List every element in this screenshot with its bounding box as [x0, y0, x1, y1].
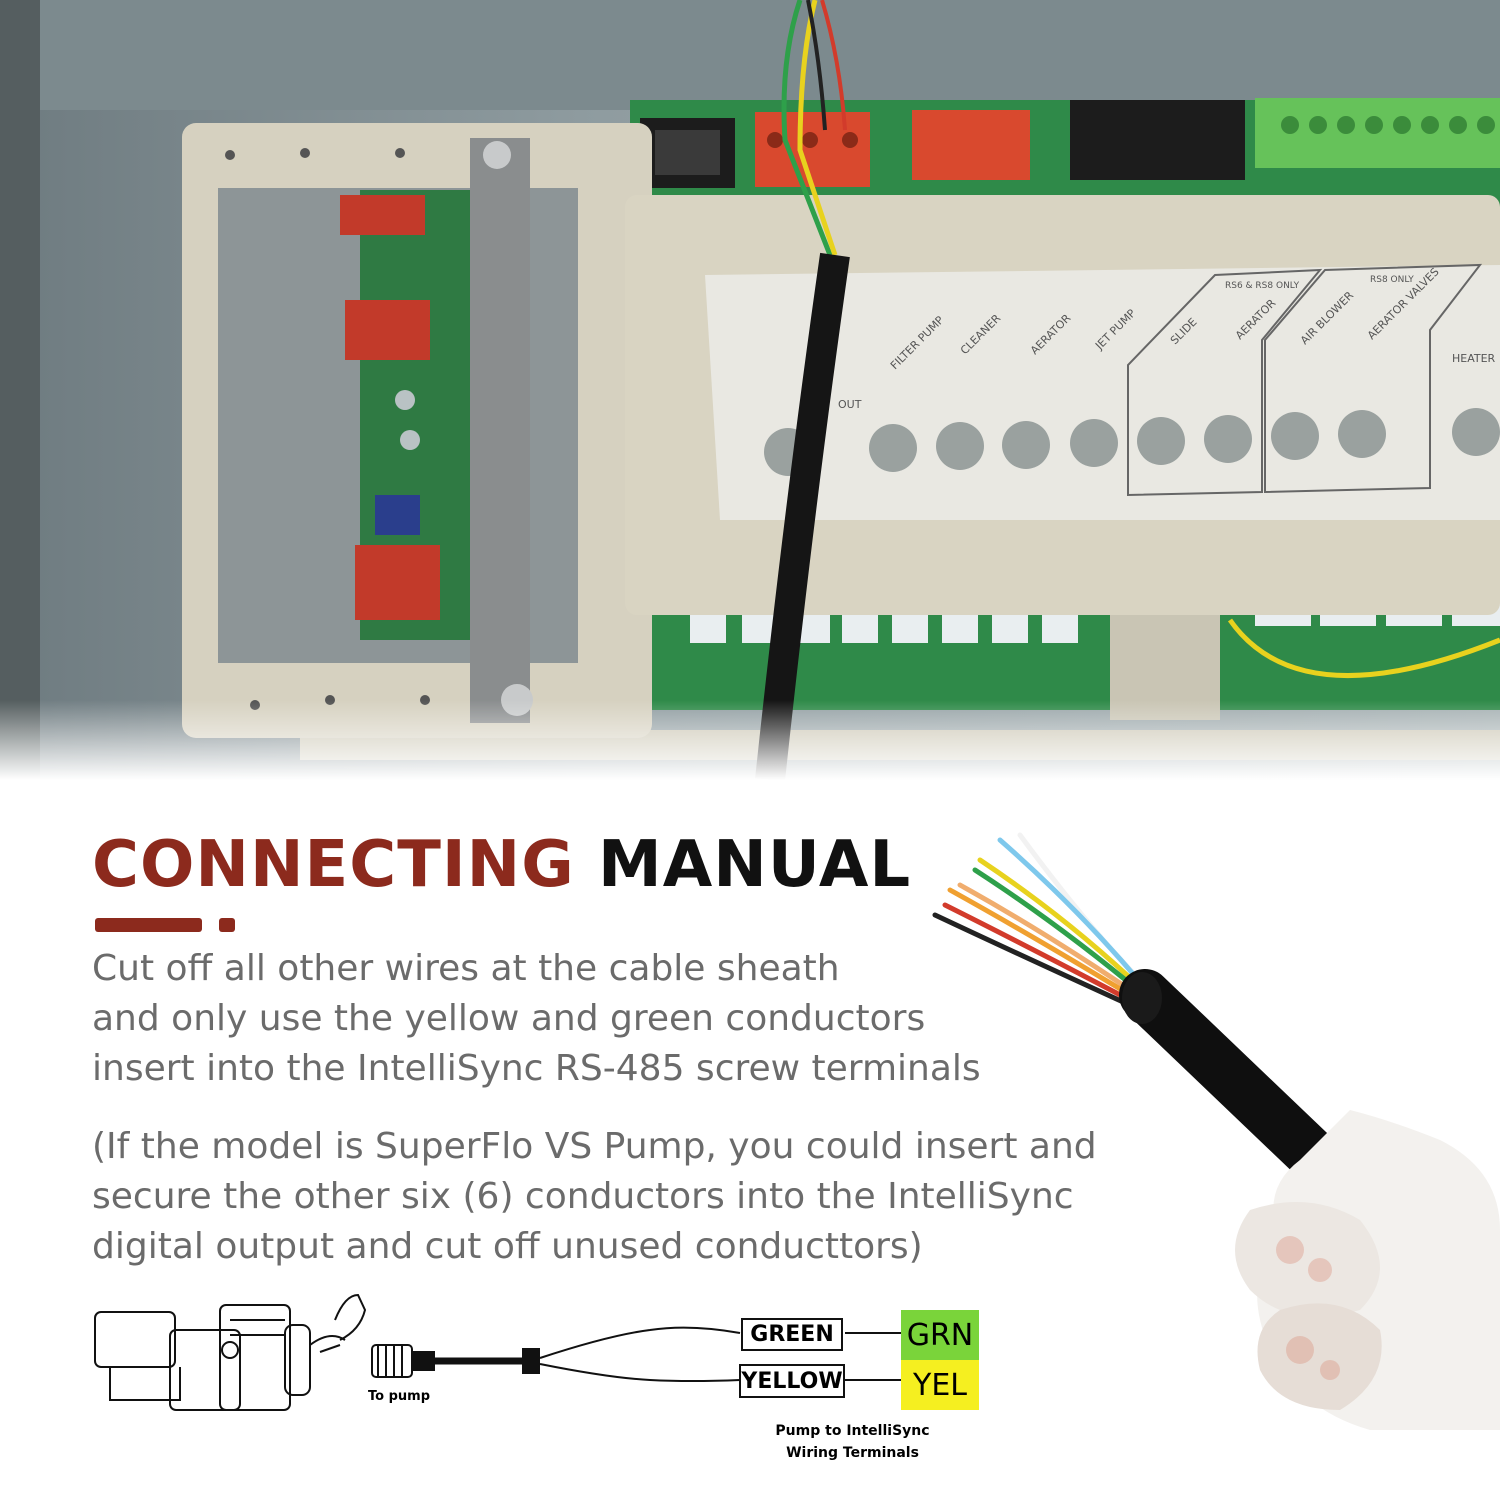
caption-line: Wiring Terminals: [786, 1445, 919, 1461]
gloved-hand-cable-photo: [932, 832, 1500, 1430]
title-word-manual: MANUAL: [598, 828, 912, 902]
label-heater: HEATER: [1452, 352, 1496, 365]
wiring-diagram: [94, 1293, 901, 1411]
instruction-line: insert into the IntelliSync RS-485 screw…: [92, 1048, 981, 1089]
label-group-rs6-rs8: RS6 & RS8 ONLY: [1225, 281, 1300, 291]
note-line: secure the other six (6) conductors into…: [92, 1176, 1074, 1217]
arrow-icon: [319, 1344, 341, 1353]
grn-terminal-label: GRN: [901, 1310, 979, 1360]
label-group-rs8: RS8 ONLY: [1370, 275, 1414, 285]
accent-bar: [95, 918, 202, 932]
instruction-line: Cut off all other wires at the cable she…: [92, 948, 840, 989]
green-wire-label: GREEN: [741, 1318, 843, 1351]
caption-line: Pump to IntelliSync: [775, 1423, 930, 1439]
page-title: CONNECTING MANUAL: [92, 828, 911, 902]
note-line: (If the model is SuperFlo VS Pump, you c…: [92, 1126, 1097, 1167]
pump-illustration: [94, 1293, 367, 1411]
wiring-caption: Pump to IntelliSync Wiring Terminals: [740, 1420, 965, 1464]
label-out: OUT: [838, 398, 862, 411]
instructions-paragraph: Cut off all other wires at the cable she…: [92, 944, 981, 1094]
connector-icon: [371, 1344, 435, 1378]
yel-terminal-label: YEL: [901, 1360, 979, 1410]
instruction-line: and only use the yellow and green conduc…: [92, 998, 926, 1039]
to-pump-label: To pump: [368, 1389, 431, 1404]
superflo-note-paragraph: (If the model is SuperFlo VS Pump, you c…: [92, 1122, 1097, 1272]
note-line: digital output and cut off unused conduc…: [92, 1226, 923, 1267]
accent-dot: [219, 918, 235, 932]
title-word-connecting: CONNECTING: [92, 828, 575, 902]
rs485-terminal: [755, 112, 870, 187]
control-panel-photo: FILTER PUMP CLEANER AERATOR JET PUMP SLI…: [0, 0, 1500, 780]
yellow-wire-label: YELLOW: [739, 1364, 845, 1398]
